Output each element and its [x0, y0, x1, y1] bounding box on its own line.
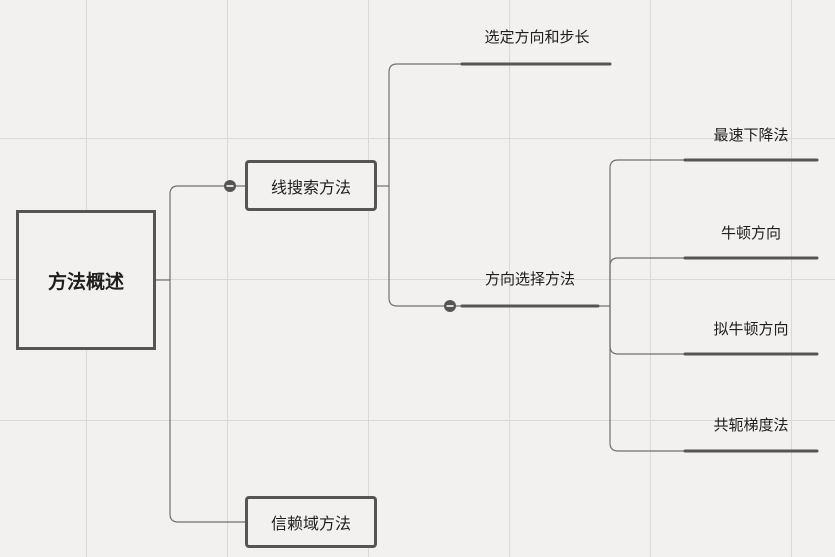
root-node[interactable]: 方法概述 — [16, 210, 156, 350]
connector-to-steepest-descent — [609, 159, 685, 306]
node-select-direction-step[interactable]: 选定方向和步长 — [484, 28, 590, 46]
connector-to-quasi-newton-direction — [609, 306, 685, 355]
root-label: 方法概述 — [47, 270, 124, 293]
node-trust-region[interactable]: 信赖域方法 — [245, 496, 377, 548]
connector-to-conjugate-gradient — [609, 306, 685, 452]
connector-to-newton-direction — [609, 257, 685, 306]
connector-to-direction-selection — [388, 186, 462, 307]
node-conjugate-gradient[interactable]: 共轭梯度法 — [713, 416, 789, 434]
node-newton-direction[interactable]: 牛顿方向 — [720, 224, 781, 242]
node-line-search-label: 线搜索方法 — [270, 177, 351, 197]
node-quasi-newton-direction[interactable]: 拟牛顿方向 — [713, 320, 789, 338]
collapse-toggle-direction-selection[interactable] — [444, 300, 456, 312]
connector-root-to-line-search — [169, 185, 245, 280]
node-steepest-descent[interactable]: 最速下降法 — [713, 126, 789, 144]
collapse-toggle-line-search[interactable] — [224, 180, 236, 192]
connector-to-select-direction-step — [388, 63, 462, 186]
node-line-search[interactable]: 线搜索方法 — [245, 160, 377, 211]
node-direction-selection[interactable]: 方向选择方法 — [484, 270, 575, 288]
node-trust-region-label: 信赖域方法 — [270, 514, 351, 533]
connector-root-to-trust-region — [169, 280, 245, 523]
